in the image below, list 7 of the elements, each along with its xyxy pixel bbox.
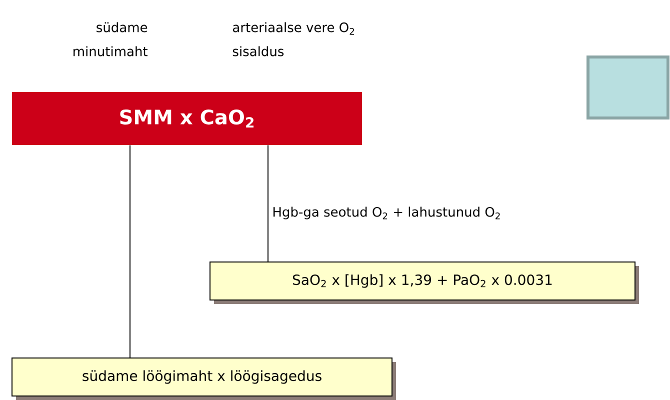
formula-box: südame löögimaht x löögisagedus [12, 358, 396, 400]
label-text: Hgb-ga seotud O$_{2}$ + lahustunud O$_{2}$ [273, 206, 500, 220]
label-text: arteriaalse vere O$_{2}$ sisaldus [232, 22, 354, 56]
label-text: südame minutimaht [74, 22, 148, 56]
formula-box: SMM x CaO$_{2}$ [12, 92, 362, 145]
box [586, 56, 670, 120]
formula-box: SaO$_{2}$ x [Hgb] x 1,39 + PaO$_{2}$ x 0.0031 [210, 262, 639, 304]
